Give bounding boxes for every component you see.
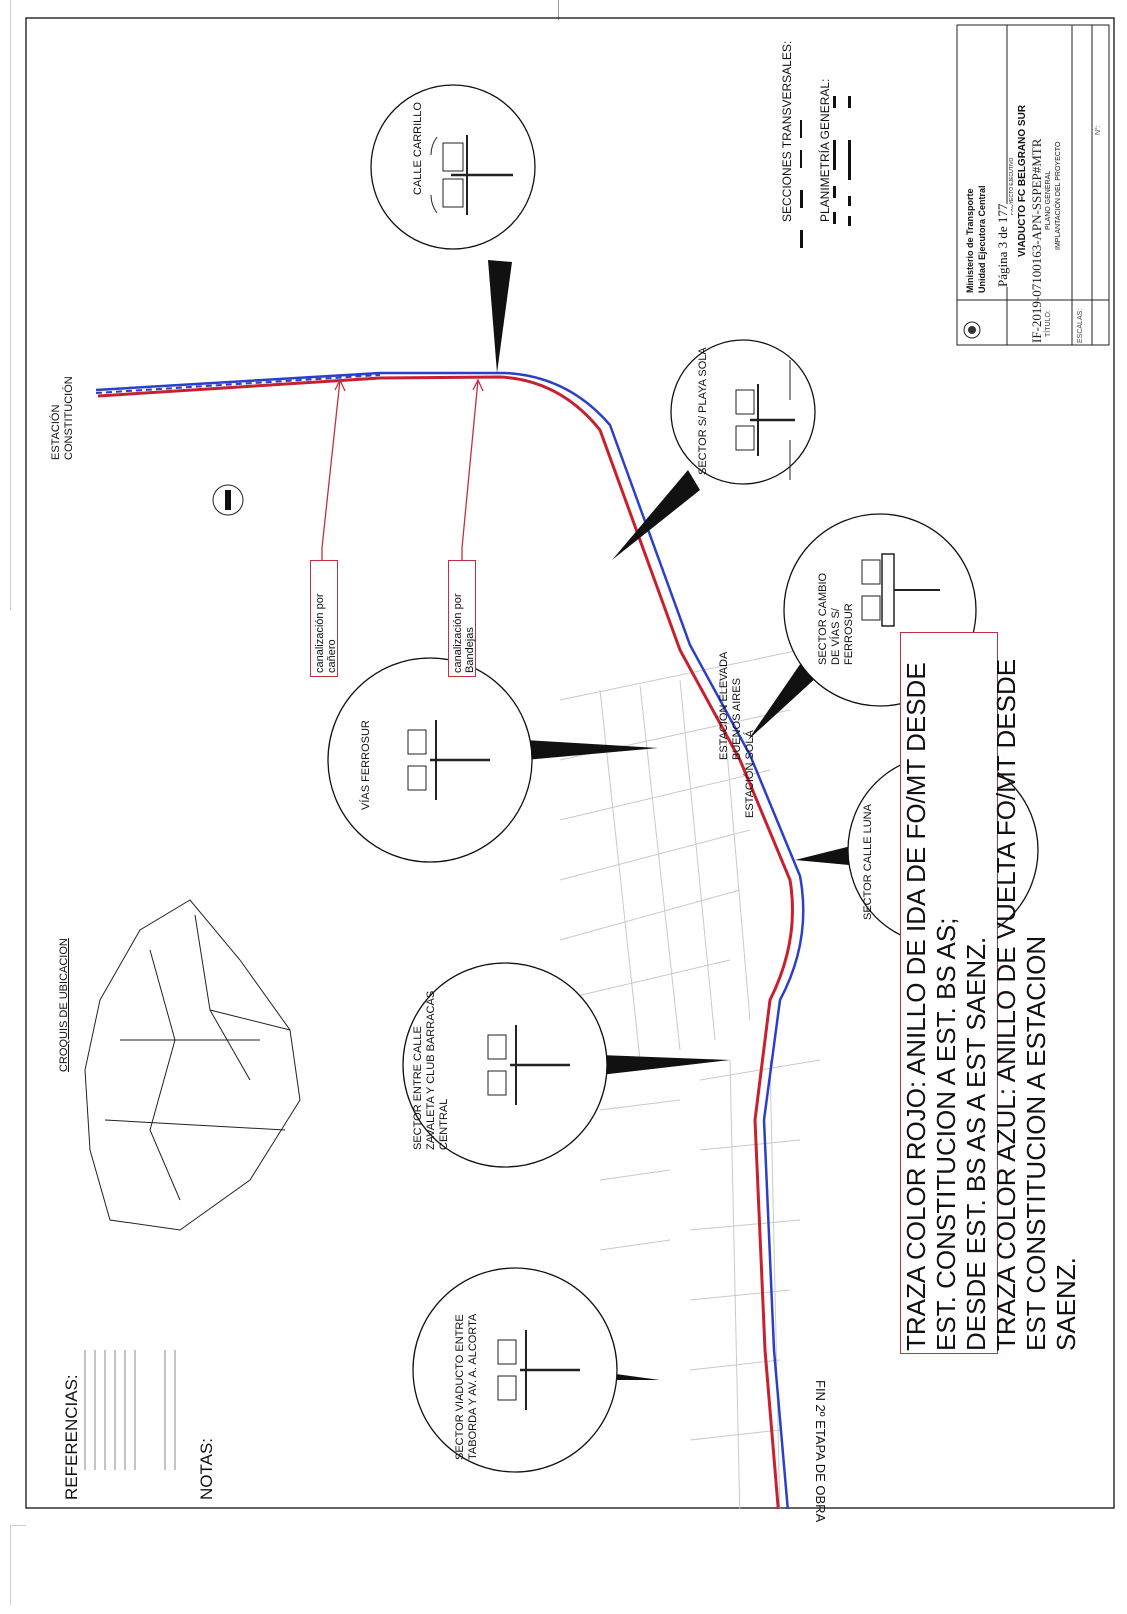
section-zavaleta: SECTOR ENTRE CALLE ZAVALETA Y CLUB BARRA… — [412, 990, 450, 1150]
route-legend: TRAZA COLOR ROJO: ANILLO DE IDA DE FO/MT… — [900, 632, 1081, 1354]
red-route — [97, 375, 794, 1614]
unit-name: Unidad Ejecutora Central — [977, 185, 987, 293]
route-legend-text: TRAZA COLOR ROJO: ANILLO DE IDA DE FO/MT… — [901, 633, 1081, 1351]
section-taborda: SECTOR VIADUCTO ENTRE TABORDA Y AV. A. A… — [454, 1313, 479, 1460]
section-calle-carrillo: CALLE CARRILLO — [412, 102, 424, 195]
title-block: Ministerio de Transporte Unidad Ejecutor… — [957, 25, 1109, 345]
fin-obra-label: FIN 2º ETAPA DE OBRA — [813, 1380, 828, 1523]
callout-canalizacion-bandejas: canalización por Bandejas — [448, 560, 476, 677]
legend-line-2: DESDE EST. BS AS A EST SAENZ. — [961, 936, 991, 1351]
scale-plan-label: PLANIMETRÍA GENERAL: — [818, 78, 832, 222]
sheet-title-1: PLANO GENERAL — [1045, 170, 1052, 230]
frame-left-bottom — [10, 1525, 11, 1605]
scale-sections-label: SECCIONES TRANSVERSALES: — [780, 40, 794, 222]
page-number: Página 3 de 177 — [995, 203, 1011, 287]
legend-line-4: SAENZ. — [1051, 1257, 1081, 1351]
section-vias-ferrosur: VÍAS FERROSUR — [360, 720, 372, 810]
sheet-title-2: IMPLANTACIÓN DEL PROYECTO — [1055, 141, 1062, 250]
blue-route — [95, 371, 805, 1614]
references-list — [84, 1350, 176, 1470]
callout-canero-text: canalización por cañero — [314, 593, 338, 674]
field-titulo: TÍTULO: — [1045, 310, 1052, 337]
callout-canalizacion-canero: canalización por cañero — [310, 560, 338, 677]
station-sola: ESTACIÓN SOLÁ — [744, 730, 756, 818]
section-playa-sola: SECTOR S/ PLAYA SOLA — [697, 347, 709, 475]
croquis-heading: CROQUIS DE UBICACION — [58, 938, 70, 1072]
station-constitucion: ESTACIÓN CONSTITUCIÓN — [50, 376, 75, 460]
doc-number: IF-2019-07100163-APN-SSPEP#MTR — [1029, 138, 1044, 343]
ministry-name: Ministerio de Transporte — [965, 188, 975, 293]
section-calle-luna: SECTOR CALLE LUNA — [862, 804, 874, 920]
section-cambio-vias: SECTOR CAMBIO DE VÍAS S/ FERROSUR — [817, 572, 855, 665]
legend-line-1: TRAZA COLOR ROJO: ANILLO DE IDA DE FO/MT… — [901, 662, 961, 1351]
project-name: VIADUCTO FC BELGRANO SUR — [1017, 104, 1028, 257]
field-escalas: ESCALAS: — [1077, 308, 1084, 343]
station-buenos-aires: ESTACIÓN ELEVADA BUENOS AIRES — [718, 652, 743, 760]
frame-left-top — [10, 0, 11, 610]
callout-bandejas-text: canalización por Bandejas — [452, 593, 476, 674]
notes-heading: NOTAS: — [197, 1437, 216, 1500]
legend-line-3: TRAZA COLOR AZUL: ANILLO DE VUELTA FO/MT… — [991, 658, 1051, 1351]
references-heading: REFERENCIAS: — [62, 1374, 81, 1500]
frame-top-divider — [558, 0, 559, 20]
field-numero: N°: — [1095, 125, 1102, 135]
